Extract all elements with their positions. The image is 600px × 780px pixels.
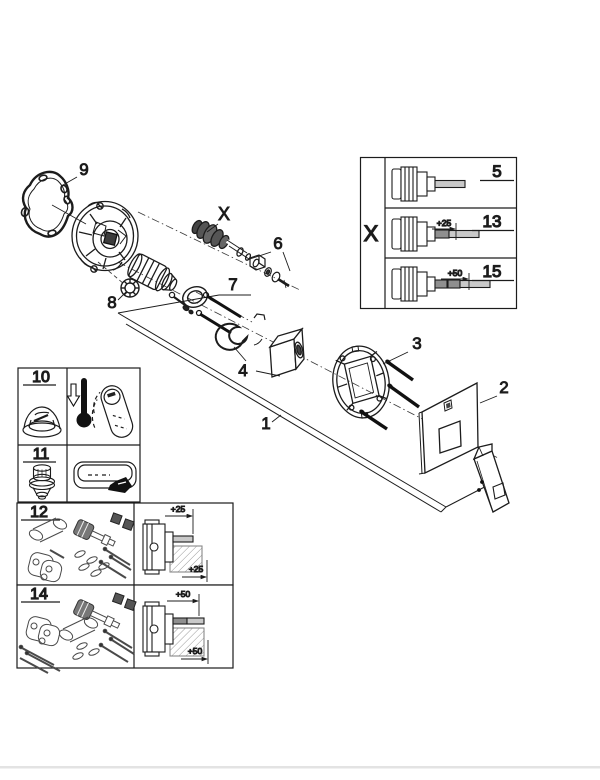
callout-9: 9 [79, 160, 88, 179]
box10-label: 10 [32, 369, 50, 386]
gasket [20, 170, 87, 238]
bottom-rule [0, 766, 600, 769]
dashed-link [97, 261, 125, 285]
service-box-10-11: 10 11 [17, 367, 141, 503]
variant-box: X 5 +25 13 [359, 156, 518, 310]
handle-rotation-sketch [91, 385, 134, 438]
box12-parts-kit [27, 512, 135, 583]
variant-dim-50: +50 [448, 268, 463, 278]
dome-part-icon [22, 406, 62, 438]
variant-row-15-icon [391, 266, 491, 302]
box14-parts-kit [18, 592, 137, 674]
cartridge [127, 253, 194, 315]
cover-plate [418, 381, 479, 475]
callout-6: 6 [273, 234, 282, 253]
callout-1: 1 [261, 414, 270, 433]
cube-escutcheon [268, 327, 305, 378]
callout-4: 4 [238, 361, 247, 380]
knurled-nut [120, 278, 140, 298]
callout-8: 8 [107, 293, 116, 312]
box14-install-view: +50 +50 [142, 588, 209, 664]
box14-label: 14 [30, 586, 48, 603]
box12-dim-bottom: +25 [189, 564, 204, 574]
adapter-parts-6 [249, 254, 290, 289]
box12-label: 12 [30, 504, 48, 521]
box12-install-view: +25 +25 [142, 503, 208, 582]
service-box-14: 14 [16, 584, 234, 674]
cold-thermometer-icon [66, 378, 92, 428]
variant-row-5-icon [391, 166, 466, 202]
callout-x: X [218, 204, 230, 224]
variant-row-13-icon [391, 216, 480, 252]
callout-7: 7 [228, 275, 237, 294]
box11-label: 11 [33, 446, 50, 463]
extension-spindle-x [191, 219, 252, 261]
mounting-disc [332, 345, 390, 419]
callout-labels: 9 8 X 6 7 4 3 2 1 [62, 160, 509, 433]
box14-dim-top: +50 [176, 589, 191, 599]
callout-2: 2 [499, 378, 508, 397]
variant-label-15: 15 [483, 262, 502, 281]
box14-dim-bottom: +50 [188, 646, 203, 656]
variant-label-13: 13 [483, 212, 502, 231]
valve-rough-in-body [71, 200, 139, 273]
variant-label-5: 5 [492, 162, 501, 181]
variant-column-label: X [364, 221, 379, 246]
check-valve-icon [28, 464, 56, 500]
variant-dim-25: +25 [437, 218, 452, 228]
service-box-12: 12 [16, 502, 234, 586]
fixing-screws-7 [195, 291, 242, 335]
callout-3: 3 [412, 334, 421, 353]
retaining-collar [214, 313, 266, 351]
handle-lever [472, 443, 510, 513]
bathtub-spout-icon [73, 461, 137, 493]
box12-dim-top: +25 [171, 504, 186, 514]
